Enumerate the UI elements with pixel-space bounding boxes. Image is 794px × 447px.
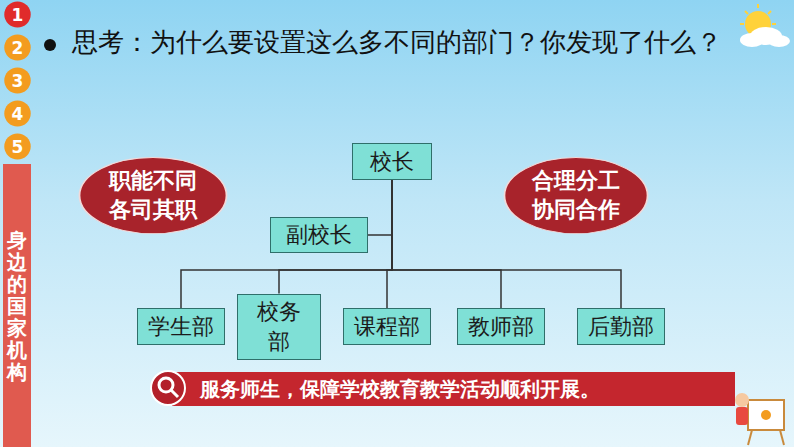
- node-text: 后勤部: [588, 312, 654, 342]
- org-connector: [279, 180, 392, 294]
- node-text: 课程部: [354, 312, 420, 342]
- chart-box: 校长: [352, 143, 432, 180]
- idea-ellipse: 合理分工 协同合作: [503, 156, 649, 235]
- chart-box: 校务部: [237, 294, 321, 360]
- shape-outline: [78, 156, 228, 235]
- node-text: 校长: [370, 147, 414, 177]
- idea-ellipse: 职能不同 各司其职: [78, 156, 228, 235]
- org-connector: [392, 180, 501, 308]
- node-text: 职能不同 各司其职: [102, 167, 203, 224]
- node-text: 服务师生，保障学校教育教学活动顺利开展。: [200, 376, 600, 403]
- node-text: 合理分工 协同合作: [525, 167, 626, 224]
- shape-outline: [503, 156, 649, 235]
- node-text: 2: [12, 38, 24, 58]
- chart-box: 课程部: [343, 308, 431, 345]
- chart-box: 副校长: [270, 217, 368, 253]
- chart-box: 学生部: [137, 308, 225, 345]
- page-number: 5: [4, 133, 31, 160]
- chart-box: 后勤部: [577, 308, 665, 345]
- side-banner: 身边的国家机构: [3, 164, 31, 447]
- summary-bar: 服务师生，保障学校教育教学活动顺利开展。: [172, 372, 735, 406]
- node-text: 学生部: [148, 312, 214, 342]
- node-text: 1: [12, 5, 24, 25]
- page-number: 1: [4, 1, 31, 28]
- org-connector: [368, 180, 392, 235]
- easel-kid: [735, 393, 784, 445]
- page-number: 3: [4, 67, 31, 94]
- node-text: 4: [12, 104, 24, 124]
- node-text: 教师部: [468, 312, 534, 342]
- node-text: 校务部: [248, 297, 310, 357]
- heading: 思考：为什么要设置这么多不同的部门？你发现了什么？: [72, 24, 732, 62]
- node-text: 5: [12, 137, 24, 157]
- node-text: 身边的国家机构: [7, 229, 27, 383]
- sun-cloud: [740, 4, 790, 47]
- page-number: 4: [4, 100, 31, 127]
- bullet-dot: [44, 39, 56, 51]
- node-text: 3: [12, 71, 24, 91]
- chart-box: 教师部: [457, 308, 545, 345]
- node-text: 副校长: [286, 220, 352, 250]
- page-number: 2: [4, 34, 31, 61]
